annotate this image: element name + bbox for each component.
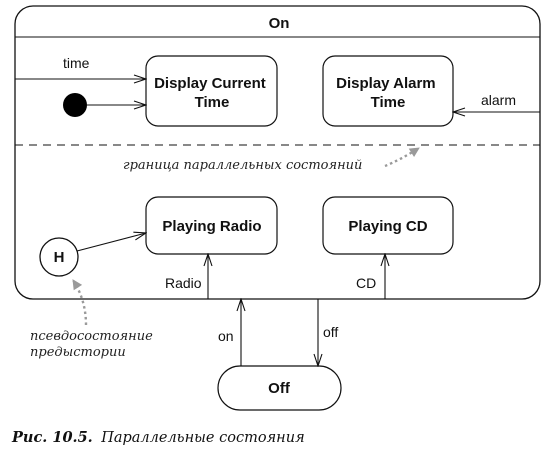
state-playing-cd: Playing CD — [322, 196, 454, 255]
state-playing-radio-label: Playing Radio — [162, 218, 261, 235]
state-playing-cd-label: Playing CD — [348, 218, 427, 235]
state-display-alarm-time-label-line-1: Display Alarm — [336, 75, 436, 92]
transition-time-label: time — [63, 55, 90, 71]
composite-state-border — [14, 5, 541, 300]
transition-radio-label: Radio — [165, 275, 202, 291]
figure-caption-text: Параллельные состояния — [100, 430, 304, 446]
state-display-alarm-time-label: Display Alarm Time — [336, 75, 440, 111]
state-display-current-time: Display Current Time — [145, 55, 278, 127]
note-region-boundary: граница параллельных состояний — [123, 146, 420, 173]
transition-on-label: on — [218, 328, 234, 344]
note-history-text-line-1: псевдосостояние — [30, 329, 153, 344]
state-display-current-time-label-line-2: Time — [195, 94, 230, 111]
transition-off-label: off — [323, 324, 338, 340]
figure-caption-number: Рис. 10.5. — [11, 429, 93, 446]
history-pseudostate-label: H — [54, 249, 65, 266]
state-playing-radio: Playing Radio — [145, 196, 278, 255]
state-off: Off — [217, 365, 342, 411]
history-pseudostate: H — [39, 237, 79, 277]
state-off-box — [217, 365, 342, 411]
note-history-text-line-2: предыстории — [30, 345, 126, 360]
transition-history-arrow — [76, 233, 146, 252]
note-history-pseudostate: псевдосостояние предыстории — [30, 279, 157, 360]
note-history-arrow — [71, 279, 88, 326]
state-display-alarm-time: Display Alarm Time — [322, 55, 454, 127]
note-history-text: псевдосостояние предыстории — [30, 329, 157, 360]
transitions: time alarm Radio CD on off — [15, 55, 540, 366]
composite-state-on: On — [14, 5, 541, 300]
figure-caption: Рис. 10.5. Параллельные состояния — [11, 429, 305, 446]
state-display-alarm-time-box — [322, 55, 454, 127]
state-off-label: Off — [268, 380, 291, 397]
note-region-boundary-text: граница параллельных состояний — [123, 158, 362, 173]
transition-cd-label: CD — [356, 275, 376, 291]
state-display-current-time-box — [145, 55, 278, 127]
transition-alarm-label: alarm — [481, 92, 516, 108]
initial-state-dot — [63, 93, 87, 117]
state-display-current-time-label: Display Current Time — [154, 75, 270, 111]
note-region-boundary-arrow — [384, 146, 420, 168]
state-display-alarm-time-label-line-2: Time — [371, 94, 406, 111]
history-pseudostate-circle — [39, 237, 79, 277]
composite-state-title: On — [269, 15, 290, 32]
state-display-current-time-label-line-1: Display Current — [154, 75, 266, 92]
